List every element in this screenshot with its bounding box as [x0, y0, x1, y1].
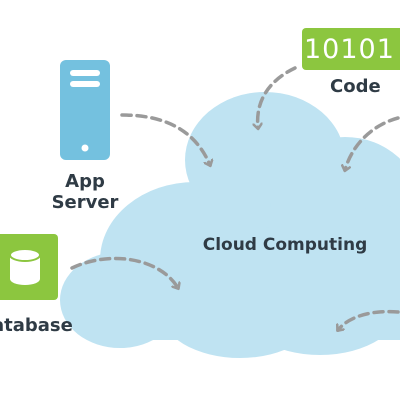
cloud-shape — [60, 92, 400, 358]
app-server-label-line1: App — [65, 171, 105, 192]
database-icon — [0, 234, 58, 300]
database-label: atabase — [0, 315, 73, 336]
arrow-top-to-cloud — [258, 66, 297, 128]
binary-badge — [302, 28, 400, 70]
code-badge-text: 10101 — [304, 34, 395, 65]
app-server-label: App Server — [40, 171, 130, 213]
arrow-app-server-to-cloud — [120, 113, 210, 165]
arrow-database-to-cloud — [70, 256, 178, 288]
code-label: Code — [330, 76, 381, 97]
cloud-computing-label: Cloud Computing — [202, 235, 368, 255]
arrow-right-bottom-to-cloud — [338, 309, 400, 330]
app-server-label-line2: Server — [51, 192, 119, 213]
arrow-code-to-cloud — [345, 116, 400, 170]
server-icon — [60, 60, 110, 160]
